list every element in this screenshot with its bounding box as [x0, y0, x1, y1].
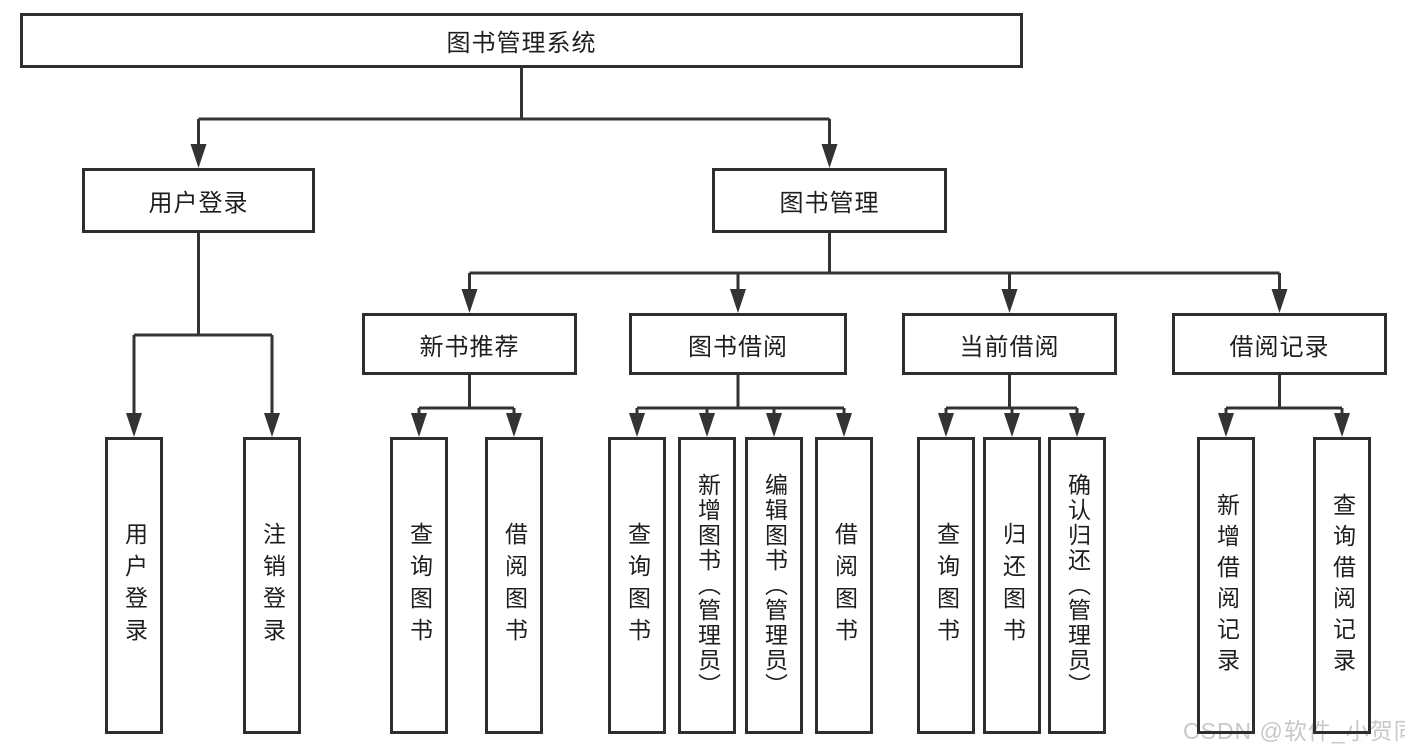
connector-book-borrow-children: [635, 375, 846, 415]
node-new-book-recommend: 新书推荐: [362, 313, 577, 375]
leaf-add-books-admin: 新增图书（管理员）: [678, 437, 736, 734]
connector-book-management-children: [468, 233, 1281, 291]
csdn-watermark: CSDN @软件_小贺同学: [1183, 718, 1405, 744]
leaf-user-login: 用户登录: [105, 437, 163, 734]
leaf-borrow-books: 借阅图书: [815, 437, 873, 734]
leaf-borrow-books-recommend: 借阅图书: [485, 437, 543, 734]
connector-user-login-children: [132, 233, 274, 415]
node-user-login: 用户登录: [82, 168, 315, 233]
node-borrow-records: 借阅记录: [1172, 313, 1387, 375]
arrowheads: [126, 144, 1350, 437]
leaf-edit-books-admin: 编辑图书（管理员）: [745, 437, 803, 734]
leaf-logout: 注销登录: [243, 437, 301, 734]
leaf-query-books-current: 查询图书: [917, 437, 975, 734]
node-current-borrow: 当前借阅: [902, 313, 1117, 375]
leaf-add-borrow-record: 新增借阅记录: [1197, 437, 1255, 734]
node-root-title: 图书管理系统: [20, 13, 1023, 68]
node-book-borrow: 图书借阅: [629, 313, 847, 375]
leaf-query-books-borrow: 查询图书: [608, 437, 666, 734]
node-book-management: 图书管理: [712, 168, 947, 233]
leaf-return-books: 归还图书: [983, 437, 1041, 734]
leaf-query-books-recommend: 查询图书: [390, 437, 448, 734]
leaf-query-borrow-record: 查询借阅记录: [1313, 437, 1371, 734]
leaf-confirm-return-admin: 确认归还（管理员）: [1048, 437, 1106, 734]
connector-new-book-children: [417, 375, 516, 415]
connector-borrow-records-children: [1224, 375, 1344, 415]
connector-root-to-level2: [197, 68, 831, 146]
connector-current-borrow-children: [944, 375, 1079, 415]
